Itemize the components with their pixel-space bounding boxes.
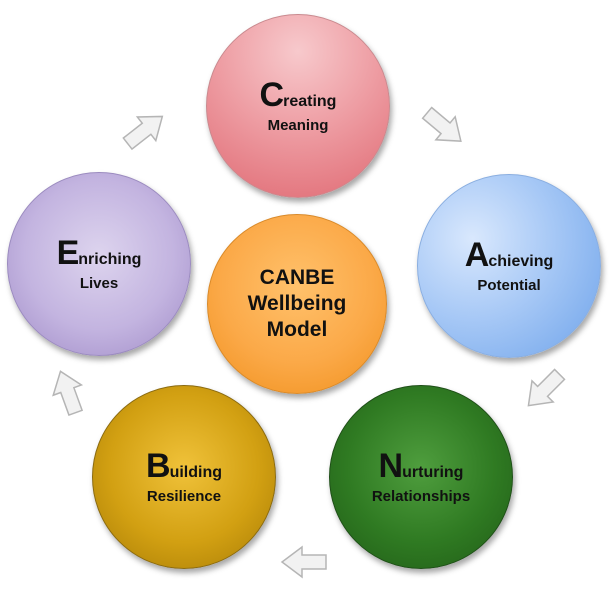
node-nurturing-relationships: Nurturing Relationships — [329, 385, 513, 569]
block-arrow-icon — [116, 102, 175, 158]
node-achieving-potential: Achieving Potential — [417, 174, 601, 358]
node-enriching-lives: Enriching Lives — [7, 172, 191, 356]
center-line-1: CANBE — [259, 265, 335, 289]
node-title-rest: uilding — [169, 463, 222, 481]
node-subtitle: Lives — [79, 275, 119, 293]
node-subtitle: Relationships — [371, 488, 471, 506]
center-node: CANBE Wellbeing Model — [207, 214, 387, 394]
block-arrow-icon — [515, 361, 573, 419]
node-initial: C — [259, 75, 285, 114]
node-title-rest: nriching — [78, 250, 142, 268]
node-subtitle: Resilience — [146, 488, 222, 506]
block-arrow-icon — [415, 99, 474, 156]
node-title: Creating — [259, 75, 337, 114]
node-building-resilience: Building Resilience — [92, 385, 276, 569]
node-title: Enriching — [56, 233, 142, 272]
node-initial: N — [378, 446, 404, 485]
block-arrow-icon — [280, 545, 328, 579]
center-line-2: Wellbeing — [247, 291, 347, 315]
node-initial: A — [464, 235, 490, 274]
node-creating-meaning: Creating Meaning — [206, 14, 390, 198]
node-subtitle: Potential — [477, 277, 541, 295]
node-title: Building — [146, 446, 222, 485]
node-initial: B — [146, 446, 171, 485]
block-arrow-icon — [44, 364, 92, 421]
node-initial: E — [56, 233, 80, 272]
node-subtitle: Meaning — [267, 117, 329, 135]
node-title: Nurturing — [378, 446, 464, 485]
node-title-rest: urturing — [402, 463, 464, 481]
center-line-3: Model — [266, 318, 328, 342]
node-title: Achieving — [464, 235, 554, 274]
node-title-rest: chieving — [488, 252, 554, 270]
node-title-rest: reating — [283, 92, 337, 110]
